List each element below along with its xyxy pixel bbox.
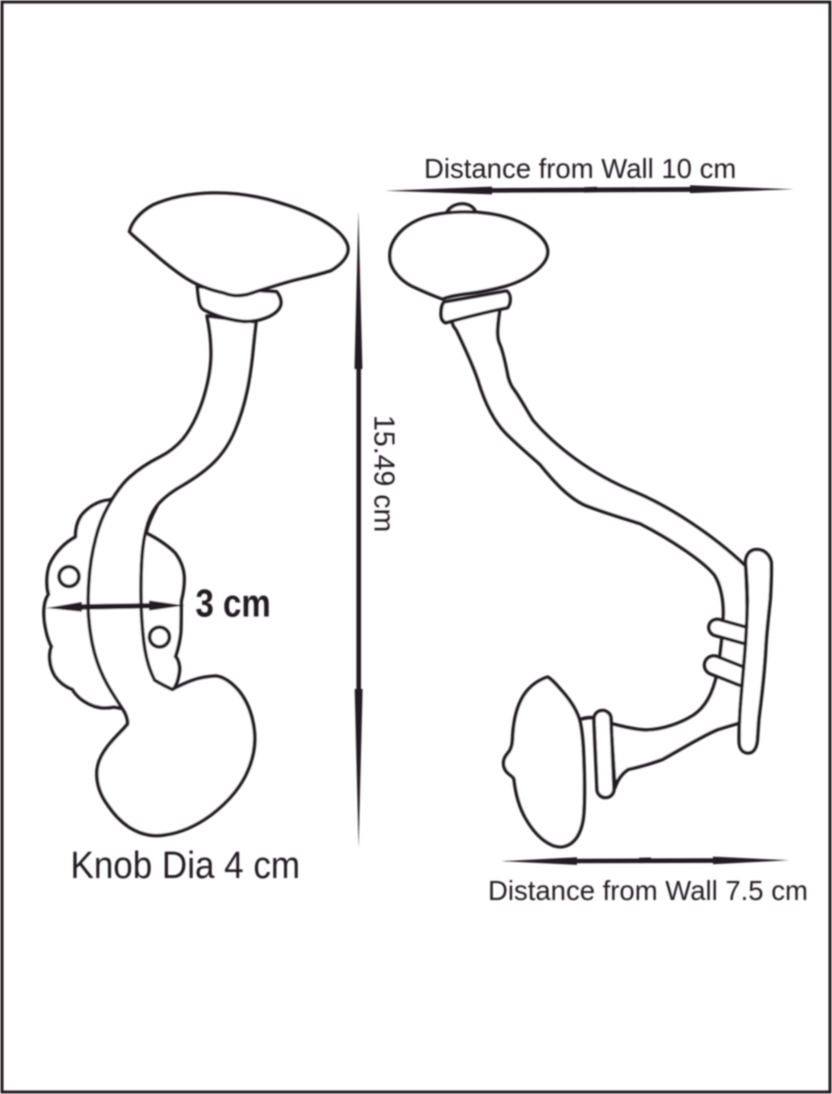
svg-text:3 cm: 3 cm — [196, 581, 271, 625]
svg-text:Distance from Wall 10 cm: Distance from Wall 10 cm — [424, 153, 736, 184]
svg-text:Distance from Wall 7.5 cm: Distance from Wall 7.5 cm — [488, 875, 808, 906]
svg-text:15.49 cm: 15.49 cm — [368, 415, 400, 532]
svg-text:Knob Dia 4 cm: Knob Dia 4 cm — [71, 844, 300, 887]
